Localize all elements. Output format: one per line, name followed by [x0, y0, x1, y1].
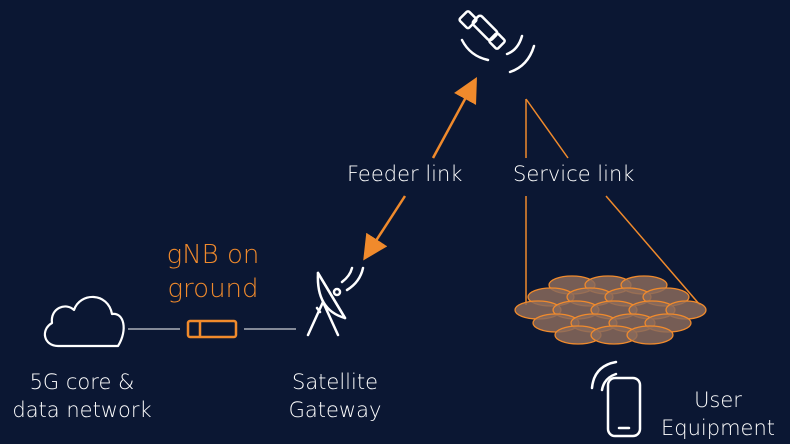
service-link-label: Service link: [513, 162, 635, 186]
feeder-link-arrow-down: [363, 195, 407, 261]
satellite-icon: [458, 10, 536, 74]
feeder-link-arrow-up: [431, 77, 477, 159]
ue-label-line2: Equipment: [661, 416, 775, 440]
gnb-label: gNB on ground: [150, 238, 276, 306]
core-network-label: 5G core & data network: [0, 368, 164, 424]
gateway-label-line2: Gateway: [288, 398, 382, 422]
mobile-phone-icon: [590, 360, 642, 438]
ue-label-line1: User: [694, 388, 742, 412]
satellite-dish-icon: [306, 266, 365, 337]
gnb-unit-icon: [186, 319, 238, 339]
gnb-label-line2: ground: [167, 274, 259, 304]
cloud-icon: [43, 295, 125, 348]
service-link-beam: [525, 98, 701, 306]
core-label-line1: 5G core &: [29, 370, 135, 394]
gnb-label-line1: gNB on: [166, 240, 260, 270]
gateway-label: Satellite Gateway: [280, 368, 390, 424]
feeder-link-label: Feeder link: [347, 162, 463, 186]
service-cells: [514, 275, 707, 345]
gateway-label-line1: Satellite: [291, 370, 378, 394]
user-equipment-label: User Equipment: [650, 386, 786, 442]
core-label-line2: data network: [12, 398, 152, 422]
